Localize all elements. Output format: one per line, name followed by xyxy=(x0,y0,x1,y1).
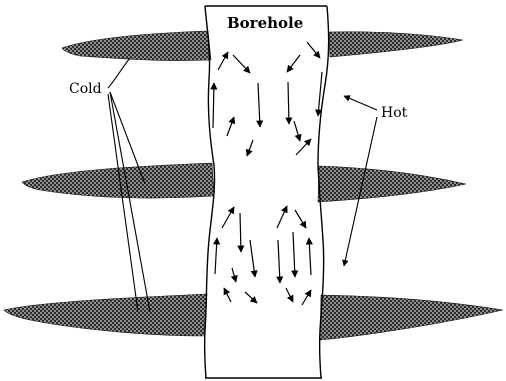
flow-arrow xyxy=(232,268,236,282)
flow-arrow xyxy=(288,82,289,124)
flow-arrow xyxy=(258,83,260,127)
flow-arrow xyxy=(245,292,257,303)
hot-label: Hot xyxy=(381,105,408,121)
flow-arrow xyxy=(307,42,320,58)
flow-arrow xyxy=(295,210,306,228)
rock-layer-top-left xyxy=(62,31,211,61)
flow-arrow xyxy=(240,213,241,252)
flow-arrow xyxy=(287,55,300,72)
convection-arrows xyxy=(213,42,322,305)
rock-layers xyxy=(4,31,503,340)
rock-layer-bottom-left xyxy=(4,294,207,336)
flow-arrow xyxy=(309,238,311,275)
flow-arrow xyxy=(215,238,217,274)
flow-arrow xyxy=(218,52,228,70)
rock-layer-top-right xyxy=(329,32,463,57)
cold-label: Cold xyxy=(69,81,102,97)
flow-arrow xyxy=(277,206,287,228)
flow-arrow xyxy=(296,139,311,155)
flow-arrow xyxy=(222,207,234,228)
cold-leader-bottom-b xyxy=(110,92,150,312)
flow-arrow xyxy=(233,55,250,73)
flow-arrow xyxy=(293,232,295,277)
flow-arrow xyxy=(278,240,280,283)
rock-layer-bottom-right xyxy=(320,295,503,340)
flow-arrow xyxy=(286,288,293,302)
flow-arrow xyxy=(247,140,253,156)
rock-layer-middle-right xyxy=(318,166,466,202)
flow-arrow xyxy=(213,83,214,128)
flow-arrow xyxy=(224,288,231,302)
flow-arrow xyxy=(227,117,234,136)
flow-arrow xyxy=(294,121,300,141)
borehole-label: Borehole xyxy=(227,14,303,32)
flow-arrow xyxy=(250,240,255,277)
cold-leader-top xyxy=(108,58,130,88)
hot-leader-upper xyxy=(344,96,377,110)
flow-arrow xyxy=(302,290,311,305)
